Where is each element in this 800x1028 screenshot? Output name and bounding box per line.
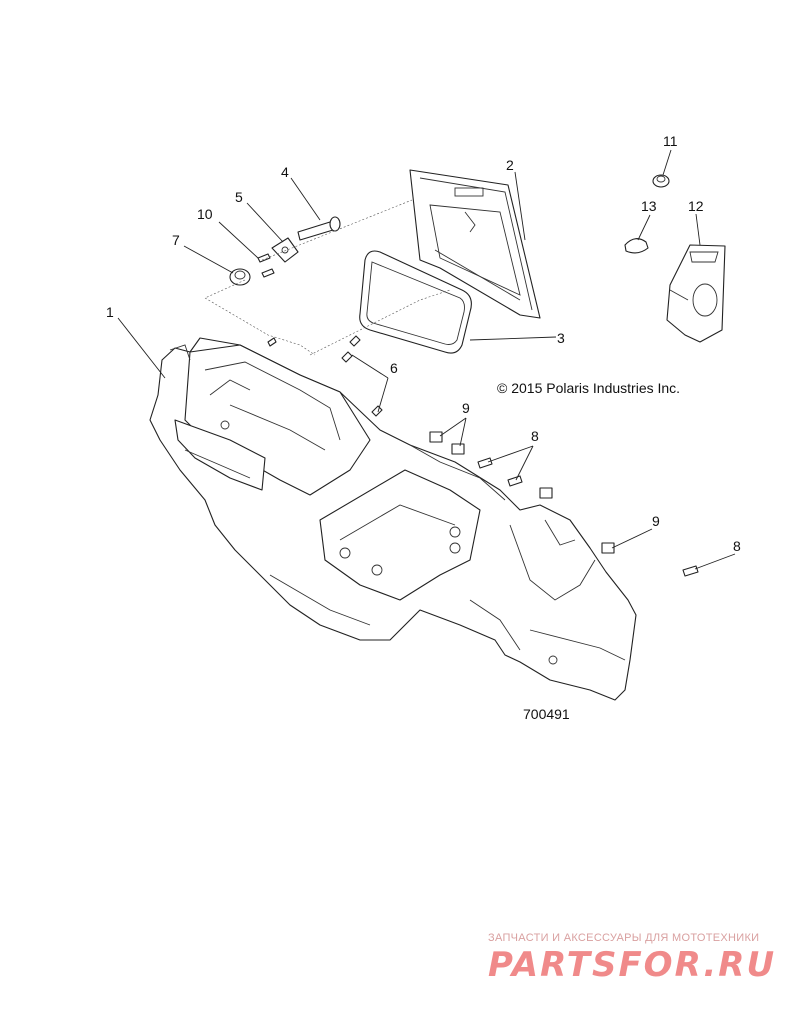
callout-9-lower: 9 — [652, 513, 660, 529]
callout-6: 6 — [390, 360, 398, 376]
cup-holder-12 — [666, 244, 726, 343]
drawing-number: 700491 — [523, 706, 570, 722]
callout-10: 10 — [197, 206, 213, 222]
plug-11 — [652, 174, 670, 188]
callout-4: 4 — [281, 164, 289, 180]
callout-5: 5 — [235, 189, 243, 205]
screw-4 — [297, 216, 341, 241]
assembly-lines — [204, 199, 451, 356]
cap-13 — [624, 238, 649, 254]
copyright-notice: © 2015 Polaris Industries Inc. — [497, 380, 681, 396]
callout-labels: 1 2 3 4 5 6 7 8 8 9 9 10 11 12 13 — [106, 133, 741, 554]
callout-3: 3 — [557, 330, 565, 346]
grommet-7 — [229, 268, 251, 286]
callout-8-lower: 8 — [733, 538, 741, 554]
callout-2: 2 — [506, 157, 514, 173]
fasteners-6 — [267, 335, 383, 417]
watermark-tagline: ЗАПЧАСТИ И АКСЕССУАРЫ ДЛЯ МОТОТЕХНИКИ — [488, 932, 760, 944]
callout-7: 7 — [172, 232, 180, 248]
callout-9-upper: 9 — [462, 400, 470, 416]
screw-10 — [257, 253, 275, 278]
cover-seal — [359, 250, 472, 354]
callout-12: 12 — [688, 198, 704, 214]
glovebox-cover — [409, 169, 541, 319]
leader-lines — [117, 149, 736, 570]
clips-9 — [429, 431, 615, 554]
dashboard-panel — [149, 337, 637, 701]
callout-13: 13 — [641, 198, 657, 214]
watermark-logo: PARTSFOR.RU — [488, 945, 777, 985]
callout-8-upper: 8 — [531, 428, 539, 444]
bracket-5 — [271, 237, 299, 263]
screws-8 — [477, 457, 699, 577]
callout-11: 11 — [663, 133, 678, 149]
callout-1: 1 — [106, 304, 114, 320]
